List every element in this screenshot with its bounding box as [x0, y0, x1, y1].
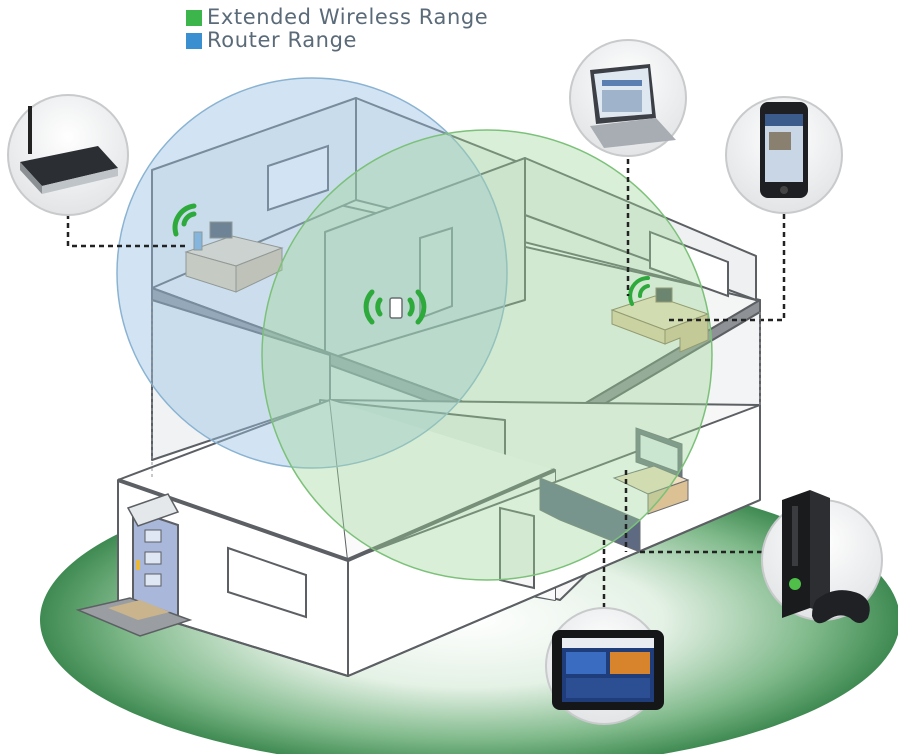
legend-swatch-router [186, 32, 202, 49]
laptop-icon [590, 64, 676, 148]
tablet-icon [552, 630, 664, 710]
smartphone-bubble [725, 96, 843, 214]
router-range-circle [116, 77, 508, 469]
desk-upper-left [184, 221, 284, 293]
legend-item-extended: Extended Wireless Range [186, 6, 488, 29]
desk-upper-right [610, 287, 710, 353]
legend: Extended Wireless Range Router Range [186, 6, 488, 52]
connector-lines [66, 150, 786, 626]
legend-swatch-extended [186, 9, 202, 26]
router-icon [20, 106, 118, 194]
game-console-icon [782, 490, 870, 624]
router-connector [66, 205, 188, 248]
wall-top-edge [117, 478, 349, 562]
window-upper-left [267, 144, 329, 212]
tablet-bubble [545, 607, 664, 725]
smartphone-icon [760, 102, 808, 198]
legend-item-router: Router Range [186, 29, 488, 52]
windows [227, 144, 729, 619]
front-edge-2 [347, 499, 761, 677]
front-door [75, 493, 193, 637]
phone-connector [668, 205, 786, 322]
router-bubble [7, 94, 129, 216]
laptop-signal-icon [628, 276, 650, 306]
router-signal-icon [172, 203, 197, 237]
legend-label-router: Router Range [207, 28, 358, 52]
laptop-bubble [569, 39, 687, 157]
game-console-bubble [761, 490, 883, 624]
door-lower [499, 506, 535, 590]
window-upper-right [649, 230, 729, 298]
guide-lines [151, 300, 761, 480]
lower-living-room [539, 427, 690, 553]
legend-label-extended: Extended Wireless Range [207, 5, 489, 29]
wall-top-edge-2 [347, 468, 556, 562]
extender-signal-icon [363, 289, 427, 325]
window-front-lower [227, 546, 307, 619]
extended-range-circle [261, 129, 713, 581]
